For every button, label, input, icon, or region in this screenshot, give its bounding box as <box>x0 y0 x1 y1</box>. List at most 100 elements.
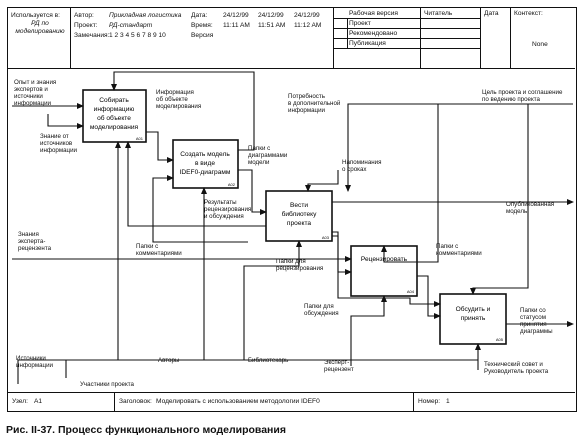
a1-line-2: информацию <box>94 106 135 113</box>
date-1: 24/12/99 <box>223 12 249 19</box>
label-folders-review-2: рецензирования <box>276 265 323 272</box>
project-label: Проект: <box>74 22 98 29</box>
reader-date-label: Дата <box>484 10 499 17</box>
a2-line-2: в виде <box>195 160 215 167</box>
arrow-folders-discussion <box>332 235 441 307</box>
context-value: None <box>532 41 548 48</box>
label-info-sources-2: информации <box>16 362 54 369</box>
label-review-results-2: рецензирования <box>204 206 251 213</box>
label-folders-status-3: принятия <box>520 321 547 328</box>
arrow-review-results <box>152 175 248 243</box>
label-folders-diagrams-2: диаграммами <box>248 152 288 159</box>
status-working: Рабочая версия <box>349 10 398 17</box>
a1-line-4: моделирования <box>90 124 139 131</box>
label-review-results-1: Результаты <box>204 199 237 206</box>
label-reminders-1: Напоминания <box>342 159 382 166</box>
a5-line-1: Обсудить и <box>456 305 491 313</box>
context-label: Контекст: <box>514 10 543 17</box>
arrow-info-sources <box>65 141 121 378</box>
arrow-reminders <box>305 170 339 192</box>
idef0-diagram-frame: Используется в: РД по моделированию Авто… <box>7 7 577 412</box>
arrow-participants <box>17 359 478 384</box>
label-comments-left-1: Папки с <box>136 243 158 250</box>
date-3: 24/12/99 <box>294 12 320 19</box>
activity-box-a1[interactable]: Собирать информацию об объекте моделиров… <box>82 89 147 143</box>
label-tech-council-2: Руководитель проекта <box>484 368 549 375</box>
reader-label: Читатель <box>424 10 453 17</box>
label-folders-review-1: Папки для <box>276 258 306 265</box>
a3-number: А03 <box>322 235 330 240</box>
label-expert-reviewer-2: рецензент <box>324 366 354 373</box>
label-experts-4: информации <box>14 100 52 107</box>
arrow-expert-reviewer <box>350 295 387 366</box>
a2-number: А02 <box>228 182 236 187</box>
label-need-info-3: информации <box>288 107 326 114</box>
version-label: Версия <box>191 32 214 39</box>
label-folders-diagrams-3: модели <box>248 159 270 166</box>
arrow-project-goal <box>345 103 573 192</box>
diagram-canvas: Собирать информацию об объекте моделиров… <box>12 71 574 388</box>
used-in-value: РД по моделированию <box>15 20 65 35</box>
label-folders-discussion-1: Папки для <box>304 303 334 310</box>
label-folders-status-4: диаграммы <box>520 328 553 335</box>
label-published-2: модель <box>506 208 527 215</box>
author-label: Автор: <box>74 12 94 19</box>
arrow-librarian <box>243 240 302 360</box>
activity-box-a2[interactable]: Создать модель в виде IDEF0-диаграмм А02 <box>172 139 239 189</box>
used-in-label: Используется в: <box>11 12 61 19</box>
figure-caption: Рис. II-37. Процесс функционального моде… <box>6 424 286 436</box>
status-publication: Публикация <box>349 40 386 47</box>
label-expert-knowledge-1: Знания <box>18 231 39 238</box>
a5-number: А05 <box>496 337 504 342</box>
label-expert-reviewer-1: Эксперт- <box>324 359 349 366</box>
date-label: Дата: <box>191 12 208 19</box>
a5-line-2: принять <box>461 315 486 322</box>
label-folders-status-1: Папки со <box>520 307 546 314</box>
a3-line-1: Вести <box>290 202 308 209</box>
arrow-network <box>12 71 574 384</box>
arrow-folders-diagrams <box>238 169 267 215</box>
label-need-info-1: Потребность <box>288 93 325 100</box>
arrow-folders-comments-left <box>125 141 266 227</box>
label-folders-status-2: статусом <box>520 314 546 321</box>
a1-line-1: Собирать <box>99 96 129 104</box>
label-need-info-2: в дополнительной <box>288 100 341 107</box>
title-value: Моделировать с использованием методологи… <box>156 398 320 405</box>
label-reminders-2: о сроках <box>342 166 367 173</box>
label-knowledge-3: информации <box>40 147 78 154</box>
a3-line-2: библиотеку <box>282 210 318 218</box>
notes-label: Замечания: <box>74 32 110 39</box>
label-comments-right-2: комментариями <box>436 250 482 257</box>
label-folders-diagrams-1: Папки с <box>248 145 270 152</box>
label-info-object-1: Информация <box>156 89 194 96</box>
number-value: 1 <box>446 398 450 405</box>
activity-box-a3[interactable]: Вести библиотеку проекта А03 <box>265 190 333 242</box>
label-goal-2: по ведению проекта <box>482 96 541 103</box>
arrow-knowledge-sources <box>47 114 84 129</box>
label-published-1: Опубликованная <box>506 201 554 208</box>
label-librarian: Библиотекарь <box>248 357 288 364</box>
activity-box-a5[interactable]: Обсудить и принять А05 <box>439 293 507 345</box>
label-experts-3: источники <box>14 93 43 100</box>
arrow-labels: Опыт и знания экспертов и источники инфо… <box>14 79 563 388</box>
label-info-object-2: об объекте <box>156 96 188 103</box>
node-label: Узел: <box>12 398 28 405</box>
a2-line-3: IDEF0-диаграмм <box>180 169 231 176</box>
a4-number: А04 <box>407 289 415 294</box>
label-knowledge-1: Знание от <box>40 133 69 140</box>
label-authors: Авторы <box>158 357 180 364</box>
author-value: Прикладная логистика <box>109 12 182 19</box>
label-info-object-3: моделирования <box>156 103 201 110</box>
time-3: 11:12 AM <box>294 22 322 29</box>
arrow-folders-review <box>332 231 352 275</box>
arrow-folders-comments-right <box>417 275 441 319</box>
label-expert-knowledge-3: рецензента <box>18 245 52 252</box>
time-label: Время: <box>191 22 213 29</box>
title-label: Заголовок: <box>119 398 152 405</box>
label-expert-knowledge-2: эксперта- <box>18 238 45 245</box>
label-experts-2: экспертов и <box>14 86 48 93</box>
label-review-results-3: и обсуждения <box>204 213 244 220</box>
arrow-need-info <box>111 71 255 151</box>
time-2: 11:51 AM <box>258 22 286 29</box>
label-comments-right-1: Папки с <box>436 243 458 250</box>
